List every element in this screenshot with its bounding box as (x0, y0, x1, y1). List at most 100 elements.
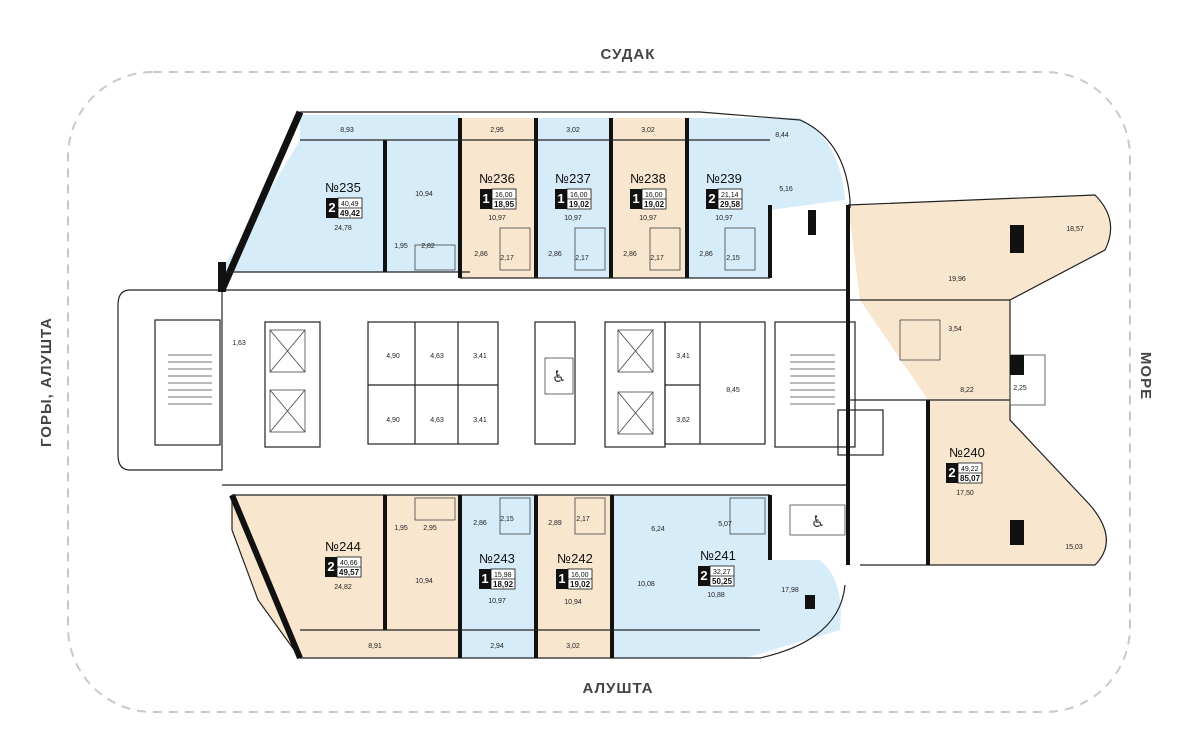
living-area: 40,66 (340, 560, 358, 567)
apartment-243-label[interactable]: №243 1 15,98 18,92 (479, 551, 516, 590)
room-area: 2,15 (726, 255, 740, 262)
apartment-number: №243 (479, 551, 515, 566)
room-area: 2,89 (548, 520, 562, 527)
apartment-number: №240 (949, 445, 985, 460)
room-areas-243: 2,86 2,15 10,97 2,94 (473, 516, 514, 650)
room-area: 10,97 (488, 215, 506, 222)
room-area: 2,17 (575, 255, 589, 262)
svg-text:♿: ♿ (811, 512, 825, 531)
living-area: 49,22 (961, 466, 979, 473)
apartment-239-label[interactable]: №239 2 21,14 29,58 (706, 171, 743, 210)
room-area: 19,96 (948, 276, 966, 283)
room-count: 1 (558, 571, 565, 586)
room-count: 2 (328, 200, 335, 215)
room-area: 8,45 (726, 387, 740, 394)
room-count: 1 (482, 191, 489, 206)
apartment-238-label[interactable]: №238 1 16,00 19,02 (630, 171, 667, 210)
wheelchair-icon: ♿ (544, 357, 574, 395)
apartment-number: №236 (479, 171, 515, 186)
total-area: 18,95 (494, 200, 515, 209)
room-area: 24,82 (334, 584, 352, 591)
apartment-237-label[interactable]: №237 1 16,00 19,02 (555, 171, 592, 210)
room-areas-240: 18,57 19,96 3,54 8,22 2,25 17,50 15,03 (948, 226, 1084, 551)
room-area: 1,63 (232, 340, 246, 347)
total-area: 50,25 (712, 577, 733, 586)
room-area: 3,41 (473, 353, 487, 360)
room-area: 10,97 (488, 598, 506, 605)
room-area: 8,22 (960, 387, 974, 394)
room-area: 2,86 (474, 251, 488, 258)
room-count: 2 (700, 568, 707, 583)
room-area: 2,86 (548, 251, 562, 258)
room-area: 2,17 (576, 516, 590, 523)
label-west: ГОРЫ, АЛУШТА (38, 317, 55, 447)
total-area: 49,42 (340, 209, 361, 218)
room-areas-237: 3,02 10,97 2,86 2,17 (548, 127, 589, 262)
apartment-244-label[interactable]: №244 2 40,66 49,57 (325, 539, 362, 578)
room-area: 10,94 (564, 599, 582, 606)
room-area: 2,86 (623, 251, 637, 258)
room-area: 3,02 (641, 127, 655, 134)
room-area: 4,63 (430, 417, 444, 424)
room-area: 2,17 (650, 255, 664, 262)
apartment-240[interactable] (848, 195, 1111, 565)
room-area: 4,63 (430, 353, 444, 360)
room-area: 3,41 (473, 417, 487, 424)
label-north: СУДАК (601, 46, 656, 63)
total-area: 85,07 (960, 474, 981, 483)
total-area: 19,02 (570, 580, 591, 589)
room-count: 2 (948, 465, 955, 480)
room-area: 15,03 (1065, 544, 1083, 551)
apartment-number: №238 (630, 171, 666, 186)
living-area: 21,14 (721, 192, 739, 199)
living-area: 15,98 (494, 572, 512, 579)
room-areas-238: 3,02 10,97 2,86 2,17 (623, 127, 664, 262)
room-area: 3,02 (566, 127, 580, 134)
apartment-235-label[interactable]: №235 2 40,49 49,42 (325, 180, 363, 219)
room-area: 2,95 (490, 127, 504, 134)
walls (117, 110, 1112, 660)
room-areas-core: 1,63 4,90 4,63 3,41 4,90 4,63 3,41 3,41 … (232, 340, 740, 424)
apartment-242-label[interactable]: №242 1 16,00 19,02 (556, 551, 593, 590)
room-count: 2 (327, 559, 334, 574)
room-count: 2 (708, 191, 715, 206)
room-area: 17,98 (781, 587, 799, 594)
room-area: 10,88 (707, 592, 725, 599)
apartment-number: №239 (706, 171, 742, 186)
room-area: 2,95 (423, 525, 437, 532)
room-area: 5,07 (718, 521, 732, 528)
room-area: 4,90 (386, 417, 400, 424)
apartment-239[interactable] (687, 118, 845, 278)
room-area: 10,94 (415, 578, 433, 585)
room-area: 1,95 (394, 243, 408, 250)
room-area: 10,97 (639, 215, 657, 222)
total-area: 29,58 (720, 200, 741, 209)
room-areas-239: 8,44 5,16 10,97 2,86 2,15 (699, 132, 793, 262)
room-area: 1,95 (394, 525, 408, 532)
room-area: 2,15 (500, 516, 514, 523)
label-south: АЛУШТА (583, 680, 654, 697)
room-area: 8,91 (368, 643, 382, 650)
apartment-235[interactable] (222, 115, 460, 272)
label-east: МОРЕ (1137, 352, 1154, 400)
living-area: 40,49 (341, 201, 359, 208)
room-area: 2,17 (500, 255, 514, 262)
apartment-236-label[interactable]: №236 1 16,00 18,95 (479, 171, 517, 210)
apartment-number: №242 (557, 551, 593, 566)
apartment-240-label[interactable]: №240 2 49,22 85,07 (946, 445, 985, 484)
apartment-241-label[interactable]: №241 2 32,27 50,25 (698, 548, 736, 587)
room-area: 5,16 (779, 186, 793, 193)
living-area: 16,00 (570, 192, 588, 199)
apartment-number: №235 (325, 180, 361, 195)
room-area: 2,94 (490, 643, 504, 650)
room-area: 3,62 (676, 417, 690, 424)
room-count: 1 (557, 191, 564, 206)
total-area: 19,02 (569, 200, 590, 209)
room-area: 24,78 (334, 225, 352, 232)
room-area: 2,86 (473, 520, 487, 527)
apartment-number: №244 (325, 539, 361, 554)
room-area: 3,02 (566, 643, 580, 650)
room-areas-241: 6,24 5,07 10,08 10,88 17,98 (637, 521, 799, 599)
room-count: 1 (481, 571, 488, 586)
